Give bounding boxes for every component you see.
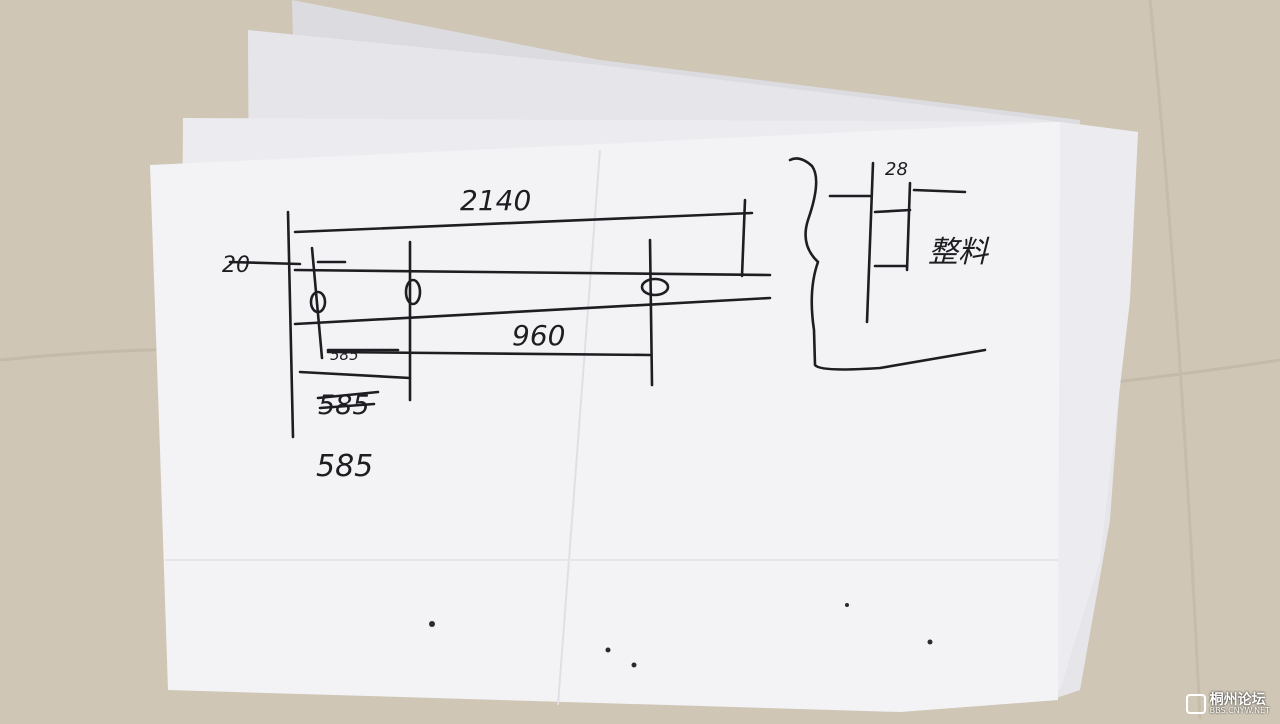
paper-sheet-front	[150, 122, 1060, 712]
dimension-585-overwritten: 585	[318, 390, 370, 421]
watermark-url: BBS.CNYW.NET	[1210, 707, 1270, 715]
watermark-title: 桐州论坛	[1210, 693, 1270, 707]
dimension-20: 20	[222, 253, 250, 278]
forum-logo-icon	[1186, 694, 1206, 714]
handwritten-note: 整料	[928, 235, 990, 270]
dimension-585-struck: 585	[330, 346, 359, 364]
dimension-28: 28	[885, 159, 908, 180]
forum-watermark: 桐州论坛 BBS.CNYW.NET	[1186, 693, 1270, 715]
dimension-2140: 2140	[460, 184, 531, 217]
dimension-585: 585	[316, 449, 373, 484]
dimension-960: 960	[512, 319, 565, 352]
